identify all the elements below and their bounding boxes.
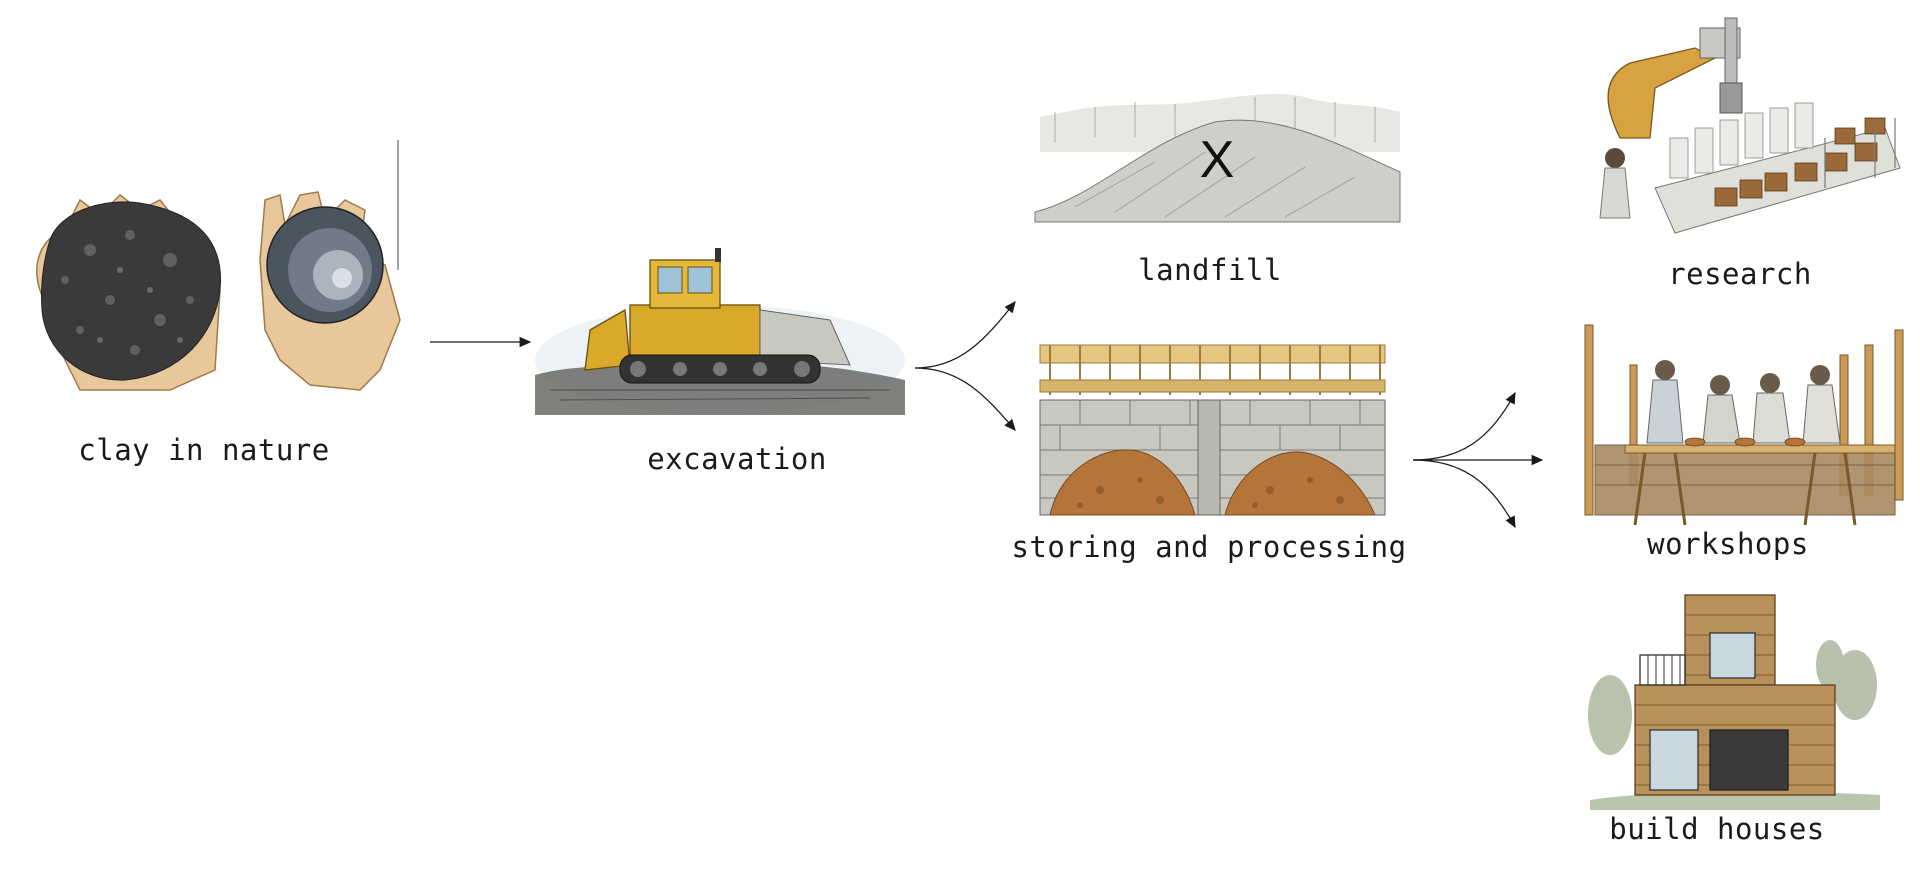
node-label-storing-and-processing: storing and processing (1011, 530, 1407, 564)
clay-house-icon (1588, 594, 1880, 810)
arrow-excavation-to-landfill (914, 300, 1016, 369)
node-label-workshops: workshops (1647, 527, 1809, 561)
landfill-mound-icon: X (1034, 94, 1401, 223)
arrow-storing-to-houses (1412, 459, 1516, 529)
clay-hands-icon (36, 140, 401, 391)
node-label-landfill: landfill (1138, 253, 1282, 287)
node-label-excavation: excavation (647, 442, 827, 476)
node-label-clay-in-nature: clay in nature (78, 433, 330, 467)
storage-shed-icon (1039, 344, 1386, 516)
arrow-storing-to-research (1412, 391, 1516, 461)
bulldozer-icon (535, 248, 905, 415)
node-label-build-houses: build houses (1609, 812, 1825, 846)
robot-arm-lab-icon (1599, 17, 1901, 234)
node-label-research: research (1668, 257, 1812, 291)
arrow-excavation-to-storing (914, 367, 1016, 431)
landfill-x-mark: X (1200, 131, 1235, 189)
workshop-people-icon (1584, 324, 1904, 526)
